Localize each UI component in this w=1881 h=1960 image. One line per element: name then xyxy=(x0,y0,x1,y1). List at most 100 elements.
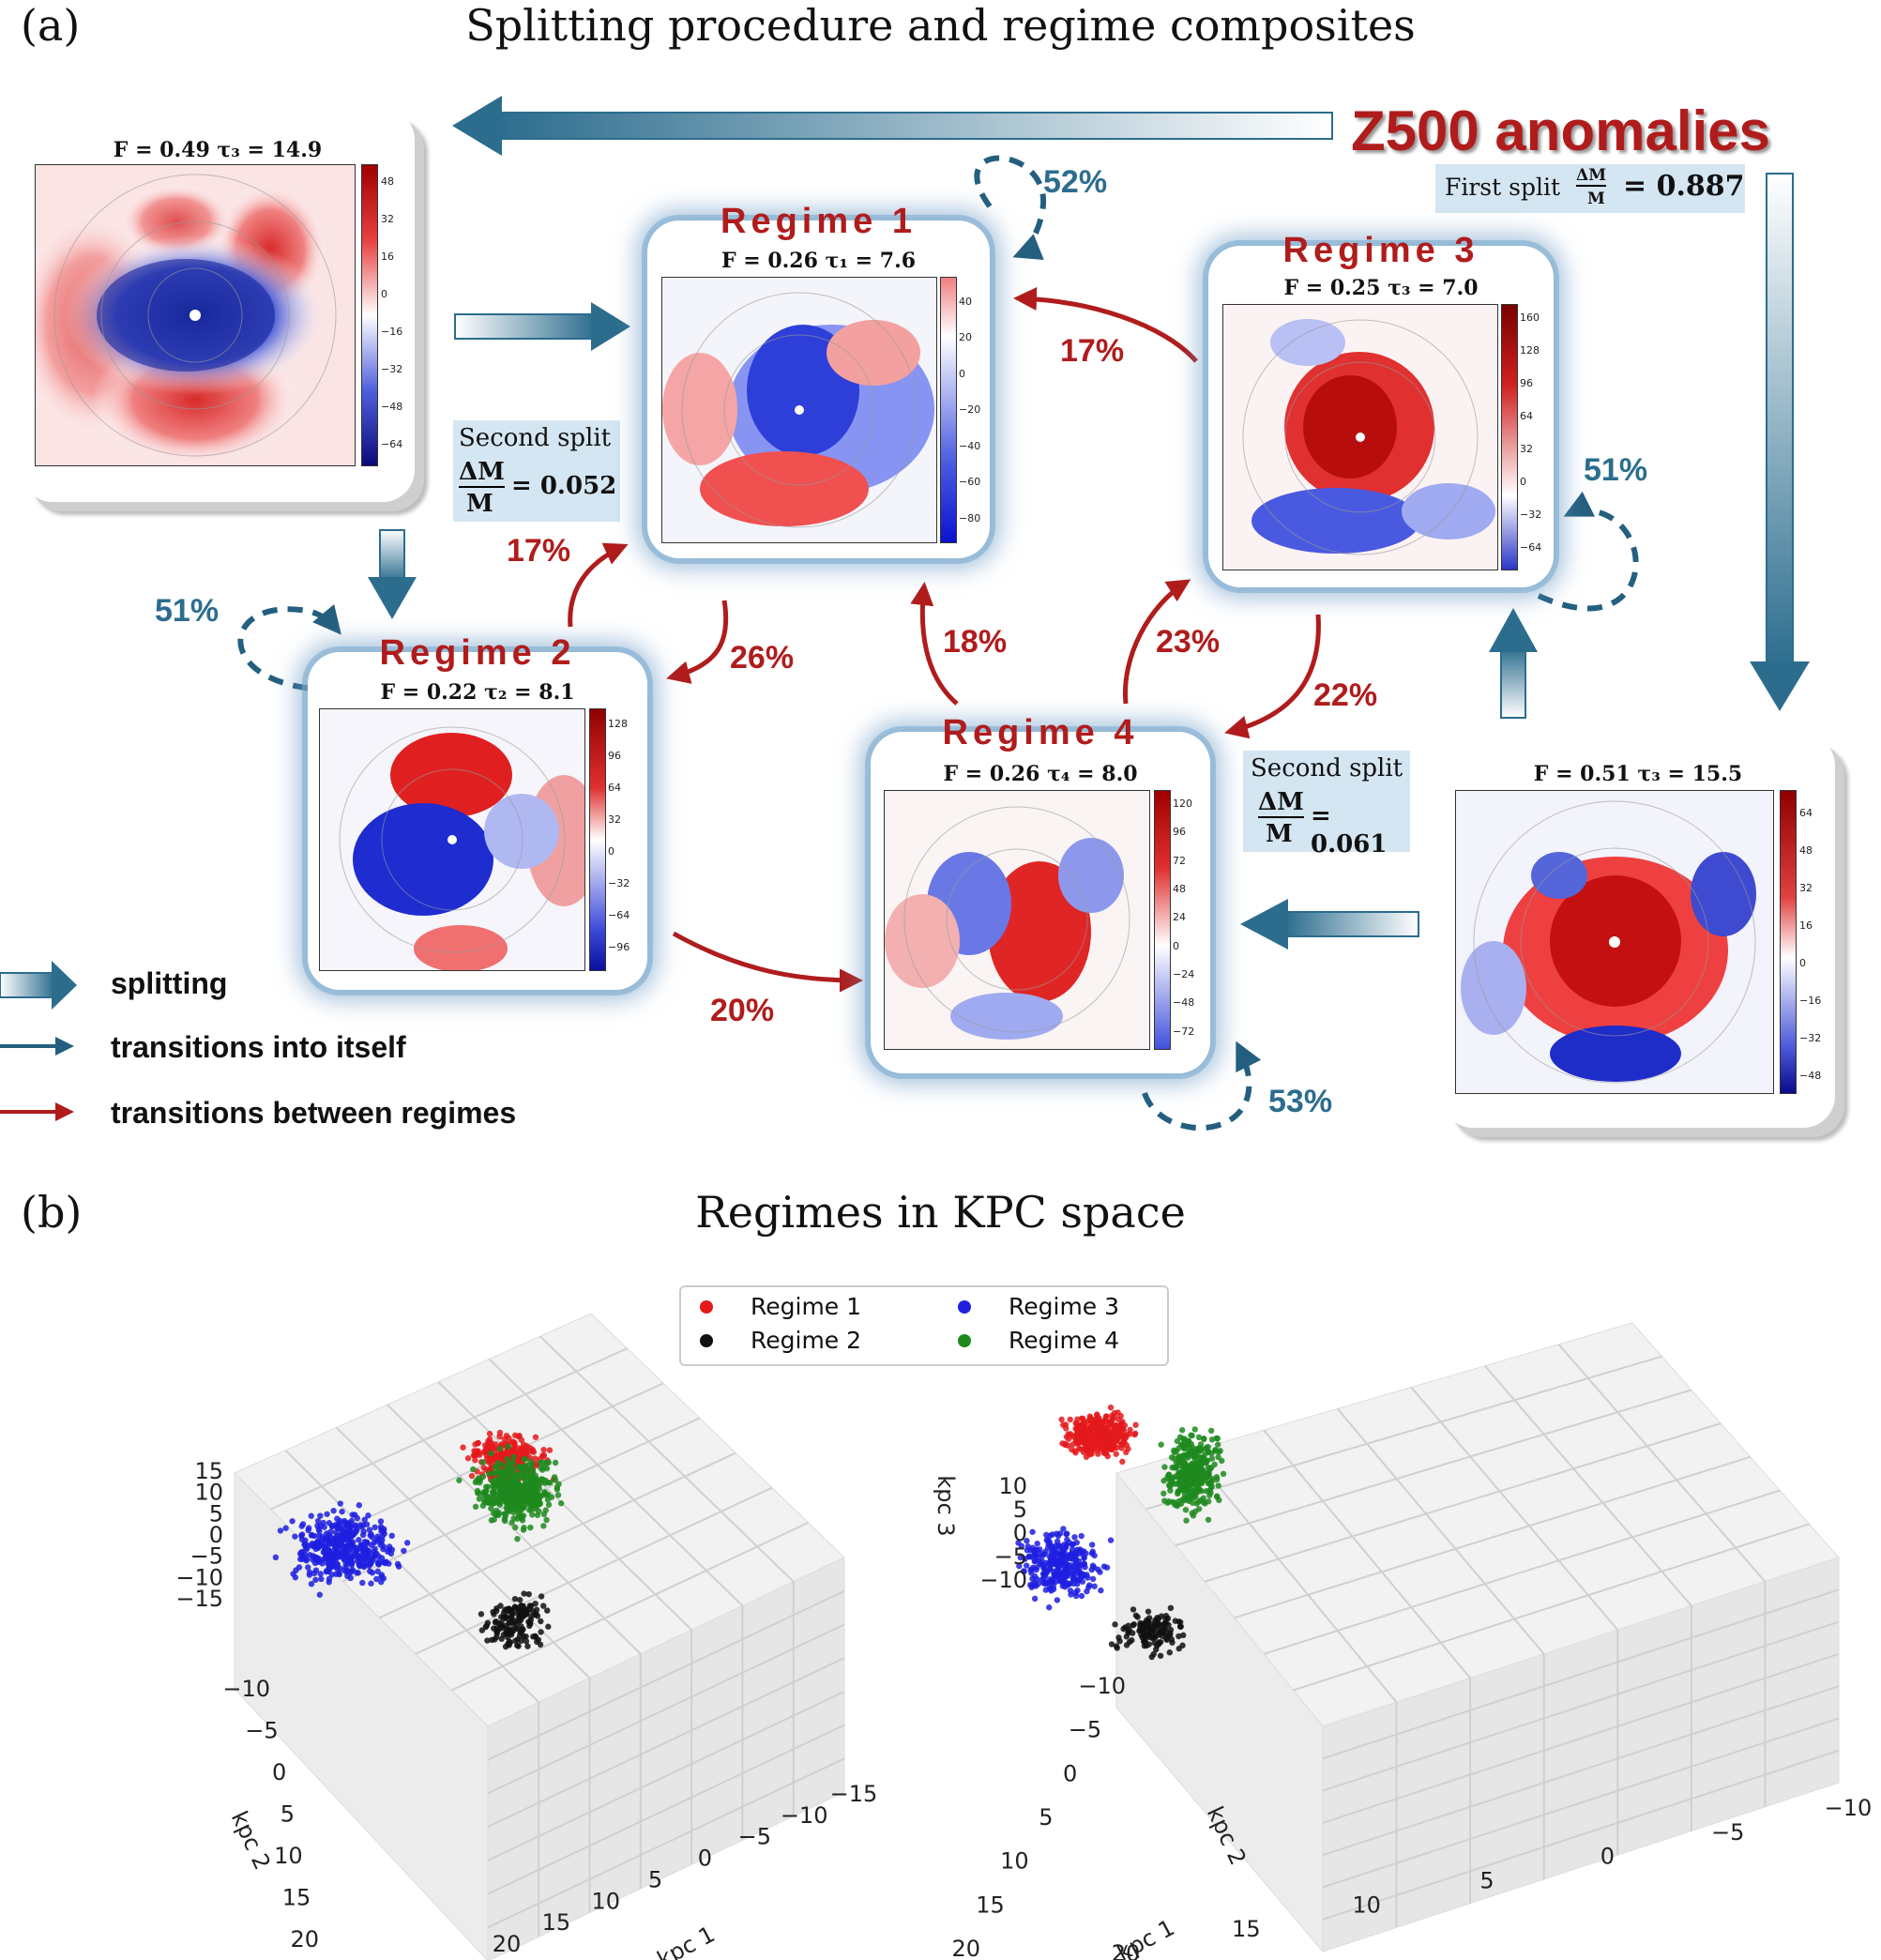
colorbar-tick: −64 xyxy=(608,909,630,921)
scatter-point xyxy=(306,1569,313,1575)
scatter-point xyxy=(1074,1429,1081,1436)
colorbar-tick: 32 xyxy=(1520,442,1533,455)
left-parent-colorbar xyxy=(361,164,378,466)
second-split-right-box: Second split ΔM M = 0.061 xyxy=(1243,751,1410,858)
scatter-point xyxy=(546,1447,554,1453)
scatter-point xyxy=(1205,1464,1212,1471)
scatter-point xyxy=(388,1532,395,1540)
scatter-point xyxy=(321,1524,327,1530)
scatter-point xyxy=(289,1518,296,1525)
axis-label: kpc 1 xyxy=(1113,1914,1179,1960)
scatter-point xyxy=(1107,1404,1115,1411)
colorbar-tick: −48 xyxy=(1173,996,1195,1010)
scatter-point xyxy=(505,1443,511,1450)
scatter-point xyxy=(504,1500,510,1507)
scatter-point xyxy=(1024,1538,1030,1544)
scatter-point xyxy=(1016,1562,1023,1570)
scatter-point xyxy=(1110,1428,1116,1436)
axis-tick-label: 10 xyxy=(1352,1892,1381,1918)
scatter-point xyxy=(324,1511,330,1517)
colorbar-tick: 128 xyxy=(608,718,628,730)
scatter-point xyxy=(1202,1451,1208,1458)
scatter-point xyxy=(483,1622,490,1629)
colorbar-tick: 64 xyxy=(1799,807,1813,819)
scatter-point xyxy=(1150,1650,1157,1658)
scatter-point xyxy=(493,1630,501,1637)
scatter-point xyxy=(1127,1431,1133,1437)
axis-tick-label: −10 xyxy=(1825,1795,1873,1821)
second-split-left-num: ΔM xyxy=(459,458,505,488)
arrow-r4-to-r1 xyxy=(910,582,959,706)
scatter-point xyxy=(1185,1494,1191,1501)
scatter-point xyxy=(506,1642,512,1649)
axis-tick-label: −5 xyxy=(1711,1819,1744,1846)
scatter-point xyxy=(516,1597,523,1603)
axis-tick-label: 15 xyxy=(1232,1916,1261,1942)
axis-tick-label: −10 xyxy=(1078,1673,1126,1699)
colorbar-tick: −40 xyxy=(959,439,981,452)
colorbar-tick: 0 xyxy=(1799,957,1806,969)
scatter-point xyxy=(1085,1450,1092,1457)
scatter-point xyxy=(381,1526,387,1532)
scatter-point xyxy=(1060,1576,1068,1583)
scatter-point xyxy=(478,1627,486,1633)
scatter-point xyxy=(496,1429,504,1436)
pct-r3-to-r1: 17% xyxy=(1060,333,1125,369)
scatter-point xyxy=(520,1505,526,1512)
scatter-point xyxy=(502,1512,509,1519)
scatter-point xyxy=(1199,1466,1206,1473)
scatter-point xyxy=(372,1545,378,1552)
scatter-point xyxy=(1099,1420,1106,1426)
scatter-point xyxy=(1214,1435,1221,1442)
split-arrow-right xyxy=(1750,173,1810,711)
scatter-point xyxy=(366,1547,372,1555)
scatter-point xyxy=(1024,1547,1031,1554)
scatter-point xyxy=(317,1512,324,1519)
scatter-point xyxy=(1213,1493,1221,1499)
kpc-legend-item: Regime 4 xyxy=(958,1327,1119,1354)
scatter-point xyxy=(511,1524,519,1531)
scatter-point xyxy=(500,1609,508,1617)
scatter-point xyxy=(1207,1427,1215,1435)
scatter-point xyxy=(516,1613,523,1620)
scatter-point xyxy=(1046,1604,1053,1611)
colorbar-tick: 96 xyxy=(608,750,621,762)
scatter-point xyxy=(481,1497,488,1504)
axis-tick-label: 10 xyxy=(1000,1848,1029,1875)
kpc-legend-item: Regime 3 xyxy=(958,1293,1119,1320)
regime4-map xyxy=(884,790,1150,1050)
scatter-point xyxy=(1131,1430,1139,1436)
scatter-point xyxy=(1205,1516,1212,1523)
colorbar-tick: 24 xyxy=(1173,911,1186,924)
scatter-point xyxy=(530,1633,537,1640)
scatter-point xyxy=(1072,1560,1080,1568)
scatter-point xyxy=(509,1620,517,1627)
colorbar-tick: −32 xyxy=(1520,508,1542,521)
scatter-point xyxy=(511,1449,519,1456)
right-parent-label: F = 0.51 τ₃ = 15.5 xyxy=(1533,762,1743,786)
scatter-point xyxy=(557,1500,565,1507)
scatter-point xyxy=(493,1512,500,1518)
pct-r2-to-r1: 17% xyxy=(507,533,571,569)
legend-self: transitions into itself xyxy=(111,1030,406,1064)
scatter-point xyxy=(1145,1608,1152,1615)
first-split-value: = 0.887 xyxy=(1623,170,1745,203)
scatter-point xyxy=(479,1473,487,1481)
scatter-point xyxy=(507,1627,514,1633)
regime3-map xyxy=(1222,304,1498,570)
scatter-point xyxy=(531,1493,538,1500)
scatter-point xyxy=(374,1568,381,1575)
scatter-point xyxy=(395,1563,402,1570)
scatter-point xyxy=(475,1439,481,1447)
scatter-point xyxy=(292,1533,298,1540)
regime3-title: Regime 3 xyxy=(1282,231,1479,270)
self-loop-regime1 xyxy=(974,155,1046,260)
scatter-point xyxy=(1137,1621,1144,1628)
self-loop-regime2 xyxy=(237,603,341,692)
kpc-legend-item: Regime 1 xyxy=(700,1293,861,1320)
legend-marker xyxy=(958,1299,971,1314)
arrow-r4-to-r3 xyxy=(1122,579,1191,705)
scatter-point xyxy=(1063,1425,1069,1432)
scatter-point xyxy=(1174,1437,1181,1445)
